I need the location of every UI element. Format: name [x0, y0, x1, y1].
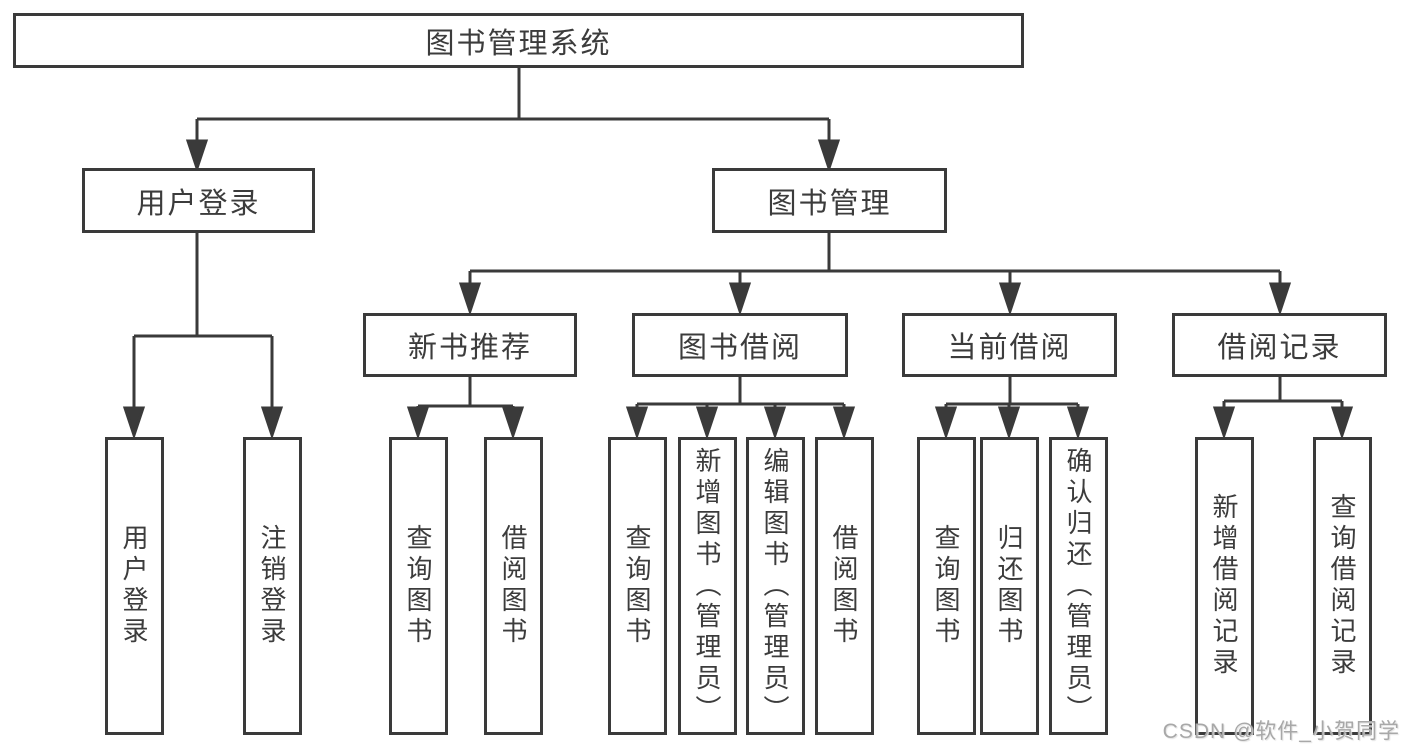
edge-current-children	[934, 377, 1090, 440]
leaf-newbook-borrow-books: 借阅图书	[484, 437, 543, 735]
leaf-borrow-query-books: 查询图书	[608, 437, 667, 735]
node-book-borrow: 图书借阅	[632, 313, 848, 377]
edge-records-children	[1212, 377, 1354, 440]
leaf-current-return-books: 归还图书	[980, 437, 1039, 735]
edge-root-to-level2	[185, 68, 841, 173]
leaf-current-confirm-return-admin: 确认归还（管理员）	[1049, 437, 1108, 735]
leaf-records-add-record: 新增借阅记录	[1195, 437, 1254, 735]
leaf-records-query-record: 查询借阅记录	[1313, 437, 1372, 735]
leaf-current-query-books: 查询图书	[917, 437, 976, 735]
node-root: 图书管理系统	[13, 13, 1024, 68]
node-borrow-records: 借阅记录	[1172, 313, 1387, 377]
edge-user-login-children	[122, 233, 284, 440]
node-book-mgmt: 图书管理	[712, 168, 947, 233]
csdn-watermark: CSDN @软件_小贺同学	[1162, 720, 1400, 743]
leaf-user-login: 用户登录	[105, 437, 164, 735]
node-user-login: 用户登录	[82, 168, 315, 233]
leaf-borrow-edit-books-admin: 编辑图书（管理员）	[746, 437, 805, 735]
leaf-newbook-query-books: 查询图书	[389, 437, 448, 735]
node-new-book-rec: 新书推荐	[363, 313, 577, 377]
leaf-logout: 注销登录	[243, 437, 302, 735]
edge-new-book-children	[406, 377, 525, 440]
leaf-borrow-borrow-books: 借阅图书	[815, 437, 874, 735]
edge-book-mgmt-to-level3	[458, 233, 1292, 316]
edge-borrow-children	[625, 377, 856, 440]
node-current-borrow: 当前借阅	[902, 313, 1117, 377]
leaf-borrow-add-books-admin: 新增图书（管理员）	[678, 437, 737, 735]
